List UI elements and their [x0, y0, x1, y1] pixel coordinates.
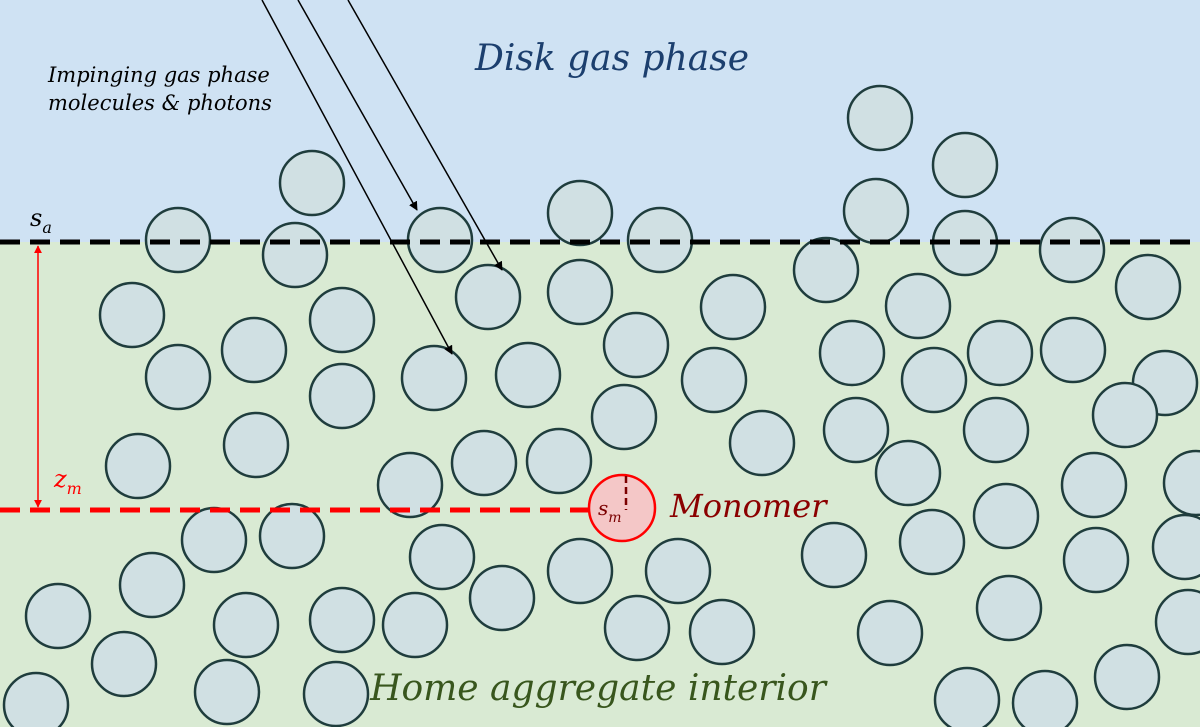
grain-circle-icon: [603, 594, 671, 662]
depth-label: zm: [53, 465, 82, 498]
interior-label: Home aggregate interior: [369, 668, 828, 709]
grain-circle-icon: [376, 451, 444, 519]
grain-circle-icon: [842, 177, 910, 245]
grain-circle-icon: [525, 427, 593, 495]
monomer: sm: [587, 473, 657, 543]
grain-circle-icon: [400, 344, 468, 412]
surface-label: sa: [30, 204, 52, 237]
grain-circle-icon: [144, 343, 212, 411]
grain-circle-icon: [1114, 253, 1182, 321]
monomer-radius-symbol: sm: [598, 496, 622, 526]
grain-circle-icon: [975, 574, 1043, 642]
grain-circle-icon: [381, 591, 449, 659]
grain-circle-icon: [1093, 643, 1161, 711]
impinging-label-line2: molecules & photons: [48, 91, 272, 115]
arrow-icon: [297, 0, 418, 211]
grain-circle-icon: [856, 599, 924, 667]
grain-circle-icon: [933, 666, 1001, 727]
grain-circle-icon: [602, 311, 670, 379]
grain-circle-icon: [468, 564, 536, 632]
grain-circle-icon: [98, 281, 166, 349]
grain-circle-icon: [680, 346, 748, 414]
grain-circle-icon: [546, 258, 614, 326]
gas-phase-label: Disk gas phase: [474, 38, 749, 79]
monomer-label: Monomer: [669, 487, 828, 525]
grain-circle-icon: [590, 383, 658, 451]
grain-circle-icon: [884, 272, 952, 340]
grain-circle-icon: [728, 409, 796, 477]
grain-circle-icon: [800, 521, 868, 589]
grain-circle-icon: [261, 221, 329, 289]
grain-circle-icon: [308, 286, 376, 354]
grain-circle-icon: [278, 149, 346, 217]
grain-circle-icon: [212, 591, 280, 659]
grain-circle-icon: [220, 316, 288, 384]
grain-circle-icon: [90, 630, 158, 698]
grain-circle-icon: [688, 598, 756, 666]
grain-circle-icon: [966, 319, 1034, 387]
grain-circle-icon: [1062, 526, 1130, 594]
grain-circle-icon: [546, 179, 614, 247]
grain-circle-icon: [874, 439, 942, 507]
grain-circle-icon: [222, 411, 290, 479]
grain-circle-icon: [972, 482, 1040, 550]
impinging-label-line1: Impinging gas phase: [47, 63, 270, 87]
grain-circle-icon: [118, 551, 186, 619]
arrow-icon: [261, 0, 453, 355]
grain-circle-icon: [408, 523, 476, 591]
grain-circle-icon: [2, 671, 70, 727]
grain-circle-icon: [494, 341, 562, 409]
grain-circle-icon: [1162, 449, 1200, 517]
grain-circle-icon: [180, 506, 248, 574]
grain-circle-icon: [1151, 513, 1200, 581]
grain-circle-icon: [193, 658, 261, 726]
grain-circle-icon: [898, 508, 966, 576]
grain-circle-icon: [962, 396, 1030, 464]
grain-circle-icon: [931, 131, 999, 199]
grain-circle-icon: [1060, 451, 1128, 519]
grain-circle-icon: [308, 362, 376, 430]
grain-circle-icon: [900, 346, 968, 414]
grain-circle-icon: [1039, 316, 1107, 384]
grain-circle-icon: [1011, 669, 1079, 727]
grain-circle-icon: [454, 263, 522, 331]
grain-circle-icon: [24, 582, 92, 650]
arrow-icon: [347, 0, 503, 271]
grain-circle-icon: [1038, 216, 1106, 284]
grain-circle-icon: [104, 432, 172, 500]
grain-circle-icon: [792, 236, 860, 304]
grain-circle-icon: [302, 660, 370, 727]
grain-circle-icon: [1154, 588, 1200, 656]
grain-circle-icon: [699, 273, 767, 341]
grain-layer: [2, 84, 1200, 727]
grain-circle-icon: [644, 537, 712, 605]
grain-circle-icon: [546, 537, 614, 605]
grain-circle-icon: [308, 586, 376, 654]
grain-circle-icon: [450, 429, 518, 497]
monomer-circle-icon: [587, 473, 657, 543]
grain-circle-icon: [258, 502, 326, 570]
grain-circle-icon: [818, 319, 886, 387]
grain-circle-icon: [822, 396, 890, 464]
grain-circle-icon: [1091, 381, 1159, 449]
grain-circle-icon: [846, 84, 914, 152]
